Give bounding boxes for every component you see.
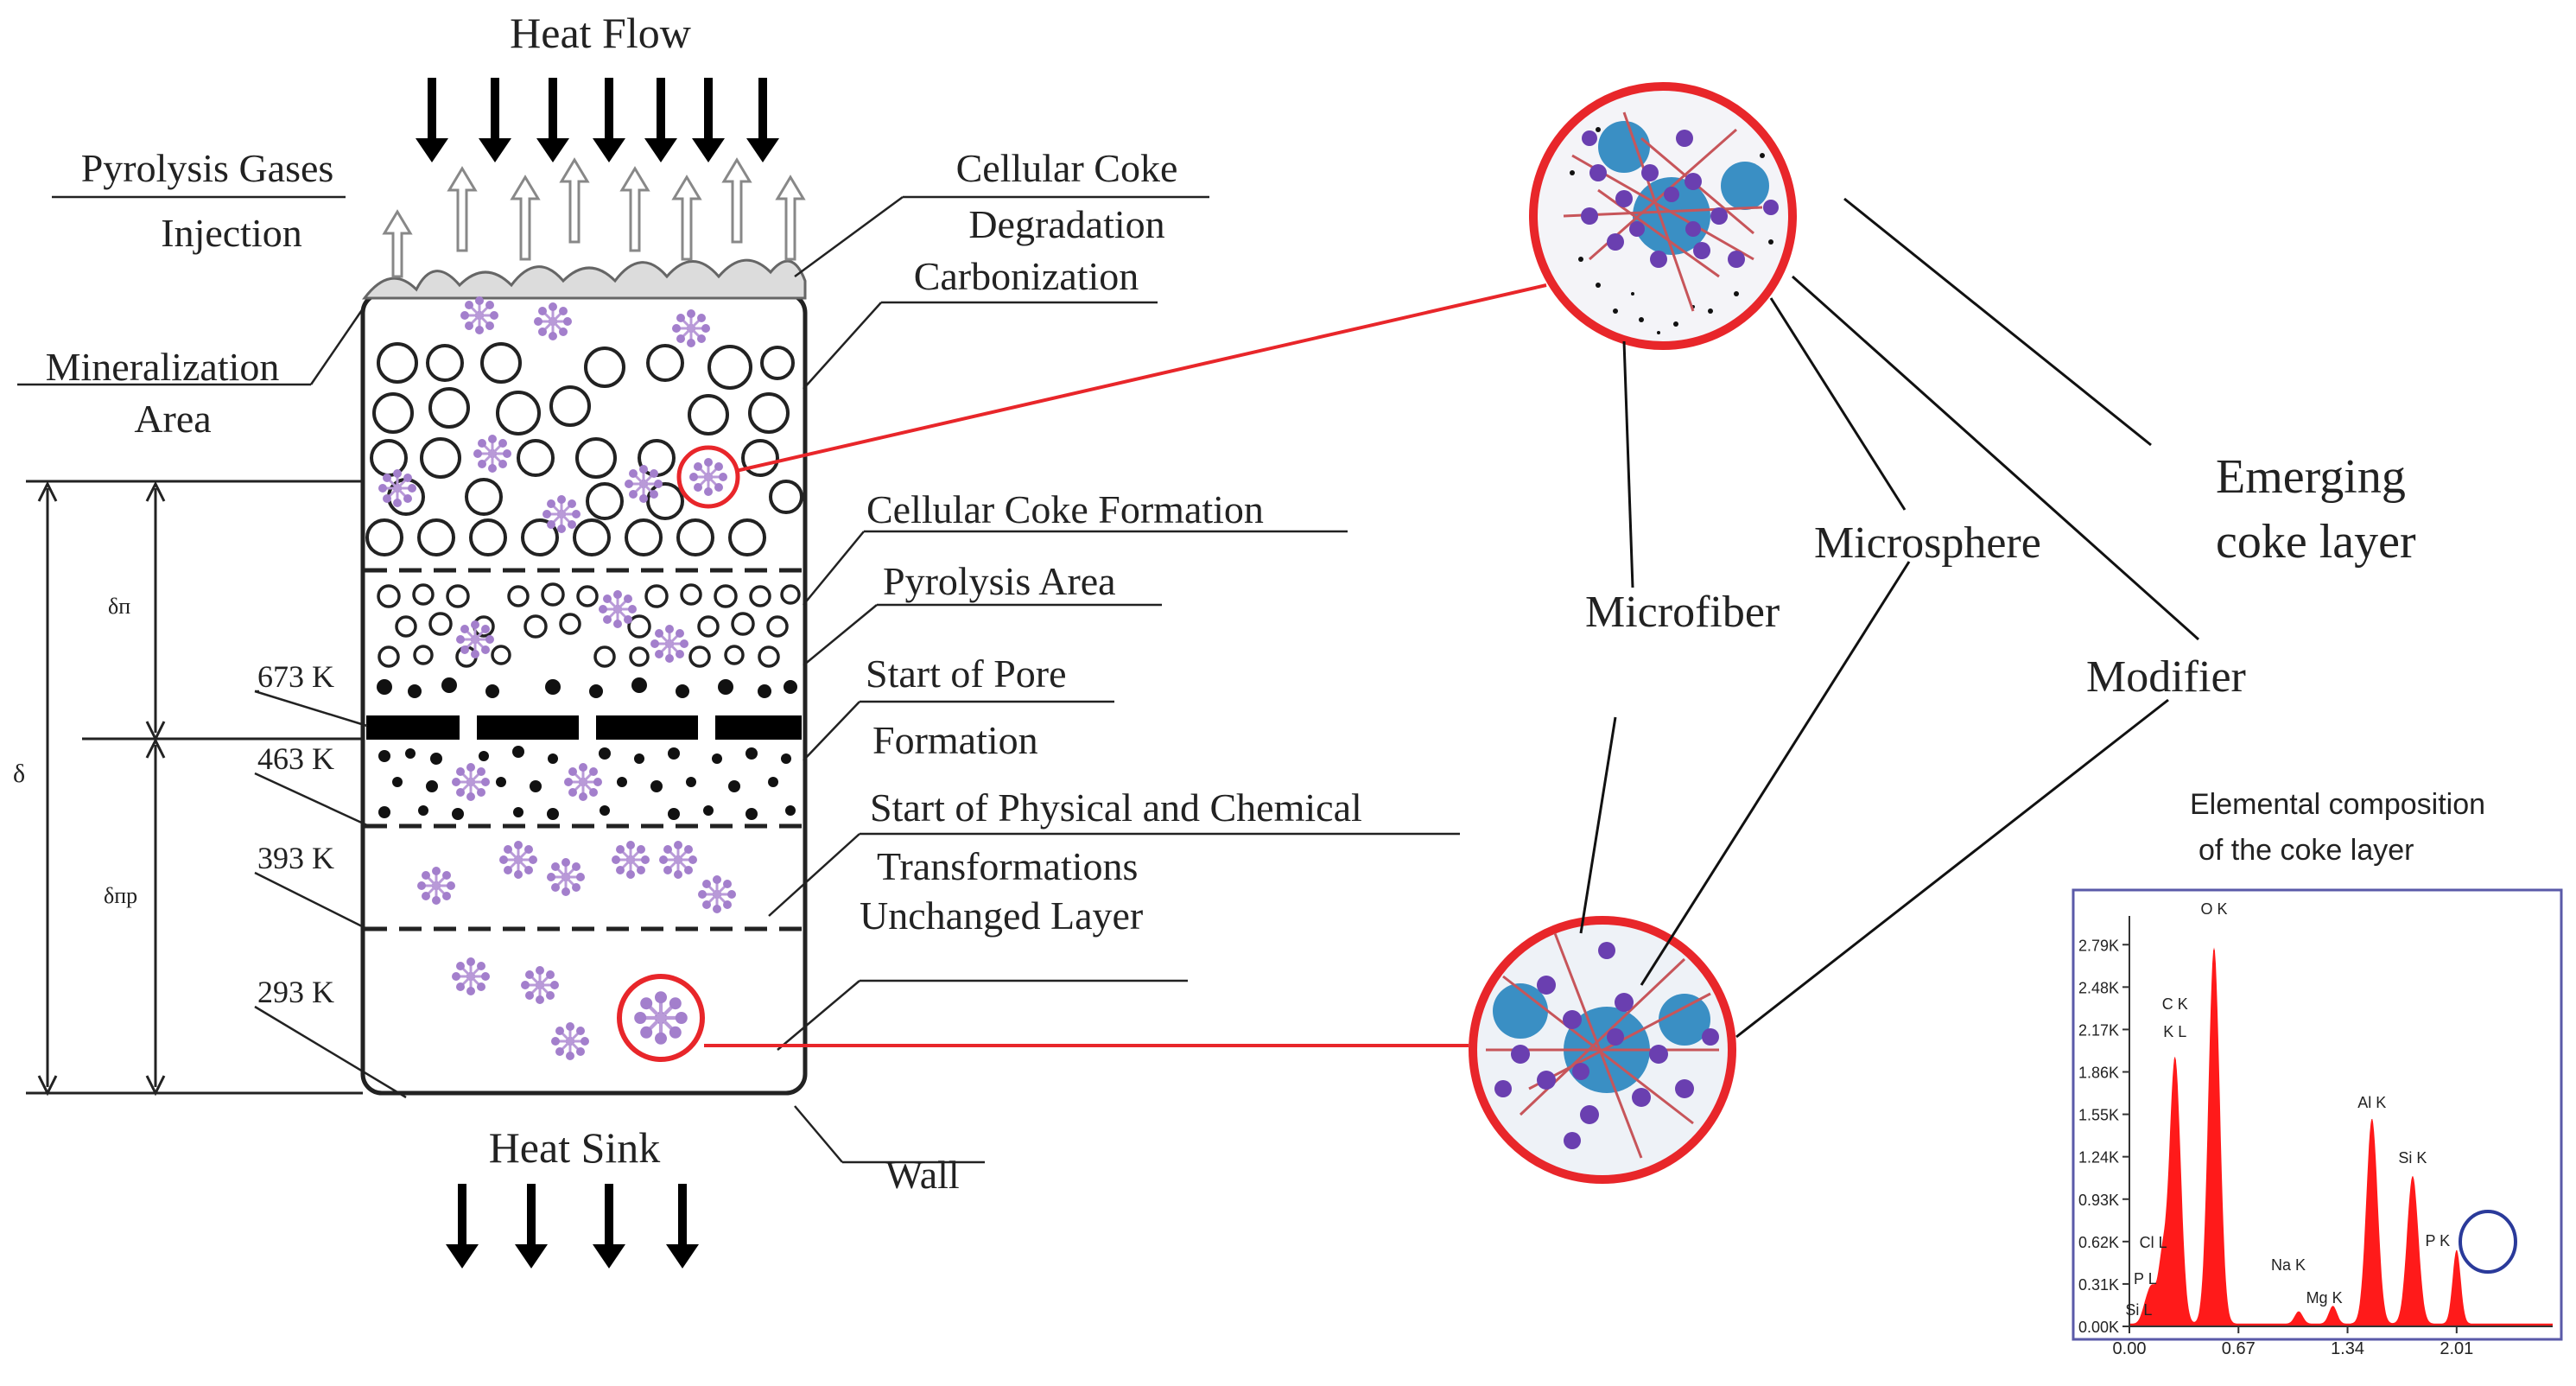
zoom-connector-upper	[735, 283, 1547, 473]
y-tick-label: 1.86K	[2078, 1065, 2119, 1082]
peak-label: Si L	[2125, 1301, 2152, 1319]
label-start-pore-2: Formation	[872, 718, 1038, 762]
diagram-labels: Heat Flow Pyrolysis Gases Injection Cell…	[13, 9, 2416, 1197]
chart-frame	[2072, 888, 2563, 1341]
label-delta: δ	[13, 760, 25, 788]
heat-flow-arrows	[416, 78, 779, 162]
peak-label: P K	[2425, 1232, 2450, 1249]
y-tick-label: 0.62K	[2078, 1234, 2119, 1251]
chart-title: Elemental composition	[2190, 788, 2485, 821]
label-pyrolysis-gases-1: Pyrolysis Gases	[81, 146, 334, 190]
y-tick-label: 1.55K	[2078, 1107, 2119, 1124]
mineralization-crust	[361, 258, 807, 300]
zoom-circle-upper	[1529, 82, 1797, 350]
y-tick-label: 2.79K	[2078, 937, 2119, 954]
label-microsphere: Microsphere	[1814, 518, 2041, 568]
chart-y-axis: 0.00K 0.31K 0.62K 0.93K 1.24K 1.55K 1.86K 2.17K…	[2078, 916, 2130, 1336]
peak-label: K L	[2163, 1023, 2186, 1040]
y-tick-label: 0.93K	[2078, 1192, 2119, 1209]
peak-label: Mg K	[2306, 1289, 2343, 1307]
leader-lines	[17, 195, 1460, 1164]
label-delta-p: δп	[108, 594, 130, 619]
spectrum-chart: Elemental composition of the coke layer …	[2072, 788, 2563, 1358]
zoom-callout-lines	[1579, 197, 2199, 1039]
pore-dots-upper	[377, 677, 797, 698]
label-heat-sink: Heat Sink	[489, 1123, 661, 1172]
y-tick-label: 2.48K	[2078, 979, 2119, 996]
carbonization-bubbles	[365, 342, 803, 556]
label-emerging-2: coke layer	[2216, 515, 2416, 569]
label-carbonization: Carbonization	[914, 254, 1139, 298]
dimension-lines	[26, 480, 363, 1097]
label-modifier: Modifier	[2086, 652, 2246, 702]
label-mineralization-1: Mineralization	[46, 345, 280, 389]
label-temp-463: 463 K	[257, 741, 334, 776]
pyrolysis-bubbles	[377, 582, 801, 668]
label-cellular-coke-2: Degradation	[968, 202, 1164, 246]
chart-x-axis: 0.00 0.67 1.34 2.01	[2113, 1326, 2553, 1358]
label-microfiber: Microfiber	[1585, 588, 1780, 637]
highlight-lower-particle	[617, 974, 705, 1062]
peak-label: Cl L	[2140, 1234, 2167, 1251]
label-temp-293: 293 K	[257, 975, 334, 1009]
p-k-highlight-ring	[2459, 1210, 2517, 1274]
label-temp-673: 673 K	[257, 659, 334, 694]
y-tick-label: 0.31K	[2078, 1276, 2119, 1294]
x-tick-label: 0.67	[2222, 1339, 2256, 1358]
label-pyrolysis-area: Pyrolysis Area	[883, 559, 1116, 603]
gas-injection-arrows	[382, 157, 806, 278]
heat-sink-arrows	[446, 1184, 699, 1268]
y-tick-label: 2.17K	[2078, 1021, 2119, 1039]
x-tick-label: 1.34	[2331, 1339, 2364, 1358]
label-temp-393: 393 K	[257, 841, 334, 875]
label-cellular-coke-formation: Cellular Coke Formation	[866, 487, 1264, 531]
chart-plot-area	[2129, 947, 2553, 1326]
peak-label: C K	[2162, 995, 2188, 1013]
pore-dots-lower	[378, 746, 796, 820]
label-wall: Wall	[885, 1153, 960, 1197]
coating-column	[360, 258, 808, 1096]
label-pyrolysis-gases-2: Injection	[161, 211, 302, 255]
column-wall-outline	[360, 291, 808, 1096]
label-emerging-1: Emerging	[2216, 450, 2406, 504]
label-heat-flow: Heat Flow	[510, 9, 691, 57]
zoom-circle-lower	[1469, 916, 1736, 1184]
peak-label: Na K	[2271, 1256, 2306, 1274]
pore-formation-bar	[366, 715, 802, 740]
label-start-phys-1: Start of Physical and Chemical	[870, 785, 1362, 830]
x-tick-label: 0.00	[2113, 1339, 2147, 1358]
y-tick-label: 1.24K	[2078, 1149, 2119, 1167]
label-cellular-coke-1: Cellular Coke	[956, 146, 1178, 190]
label-start-pore-1: Start of Pore	[866, 652, 1067, 696]
label-mineralization-2: Area	[134, 397, 211, 441]
label-start-phys-2: Transformations	[877, 844, 1138, 888]
label-unchanged-layer: Unchanged Layer	[860, 893, 1143, 938]
label-delta-pp: δпр	[104, 883, 137, 908]
chart-subtitle: of the coke layer	[2198, 834, 2414, 867]
chart-peak-labels: Si L P L Cl L C K K L O K Na KMg K Al K Si K P K	[2125, 900, 2450, 1319]
x-tick-label: 2.01	[2440, 1339, 2473, 1358]
peak-label: Al K	[2357, 1094, 2386, 1111]
highlight-upper-particle	[676, 445, 740, 509]
y-tick-label: 0.00K	[2078, 1319, 2119, 1336]
peak-label: P L	[2134, 1270, 2157, 1287]
peak-label: O K	[2200, 900, 2227, 918]
peak-label: Si K	[2398, 1149, 2427, 1167]
